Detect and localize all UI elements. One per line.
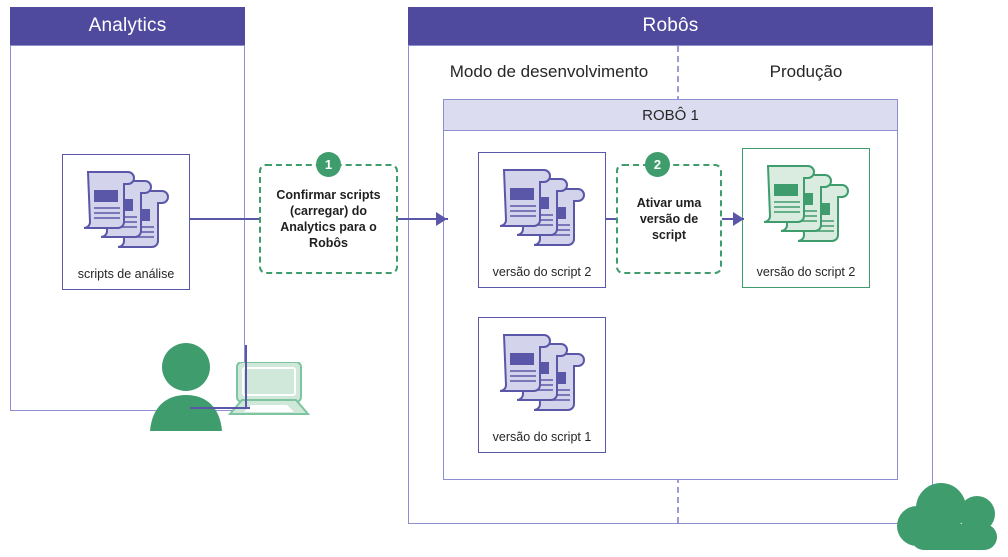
connector-user-vertical [245, 345, 247, 409]
robot-1-title: ROBÔ 1 [642, 106, 699, 124]
tile-caption: versão do script 2 [756, 265, 856, 279]
tile-prod-script-version-2[interactable]: versão do script 2 [742, 148, 870, 288]
arrow-into-production [733, 212, 744, 226]
step-2-number: 2 [653, 157, 662, 172]
step-2-callout[interactable]: Ativar uma versão de script [616, 164, 722, 274]
step-1-badge: 1 [316, 152, 341, 177]
analytics-title: Analytics [88, 15, 167, 36]
scripts-stack-icon [758, 163, 854, 254]
tile-caption: scripts de análise [77, 267, 175, 281]
scripts-stack-icon [494, 332, 590, 423]
laptop-icon [227, 361, 311, 416]
scripts-stack-icon [494, 167, 590, 258]
tile-dev-script-version-2[interactable]: versão do script 2 [478, 152, 606, 288]
step-2-badge: 2 [645, 152, 670, 177]
robos-title: Robôs [642, 15, 699, 36]
connector-analytics-to-step1 [190, 218, 260, 220]
person-icon [150, 341, 222, 431]
connector-dev-to-step2 [606, 218, 618, 220]
step-2-text: Ativar uma versão de script [636, 196, 702, 242]
column-label-development: Modo de desenvolvimento [449, 62, 649, 81]
step-1-number: 1 [324, 157, 333, 172]
tile-caption: versão do script 2 [492, 265, 592, 279]
cloud-icon [893, 482, 1008, 552]
analytics-panel-header: Analytics [10, 7, 245, 45]
tile-analytics-scripts[interactable]: scripts de análise [62, 154, 190, 290]
tile-caption: versão do script 1 [492, 430, 592, 444]
step-1-callout[interactable]: Confirmar scripts (carregar) do Analytic… [259, 164, 398, 274]
robos-panel-header: Robôs [408, 7, 933, 45]
column-label-production: Produção [769, 62, 843, 81]
connector-step1-to-robot [398, 218, 448, 220]
robot-1-header: ROBÔ 1 [443, 99, 898, 131]
arrow-into-robot [436, 212, 447, 226]
step-1-text: Confirmar scripts (carregar) do Analytic… [276, 188, 381, 250]
tile-dev-script-version-1[interactable]: versão do script 1 [478, 317, 606, 453]
scripts-stack-icon [78, 169, 174, 260]
connector-user-horizontal [190, 407, 250, 409]
